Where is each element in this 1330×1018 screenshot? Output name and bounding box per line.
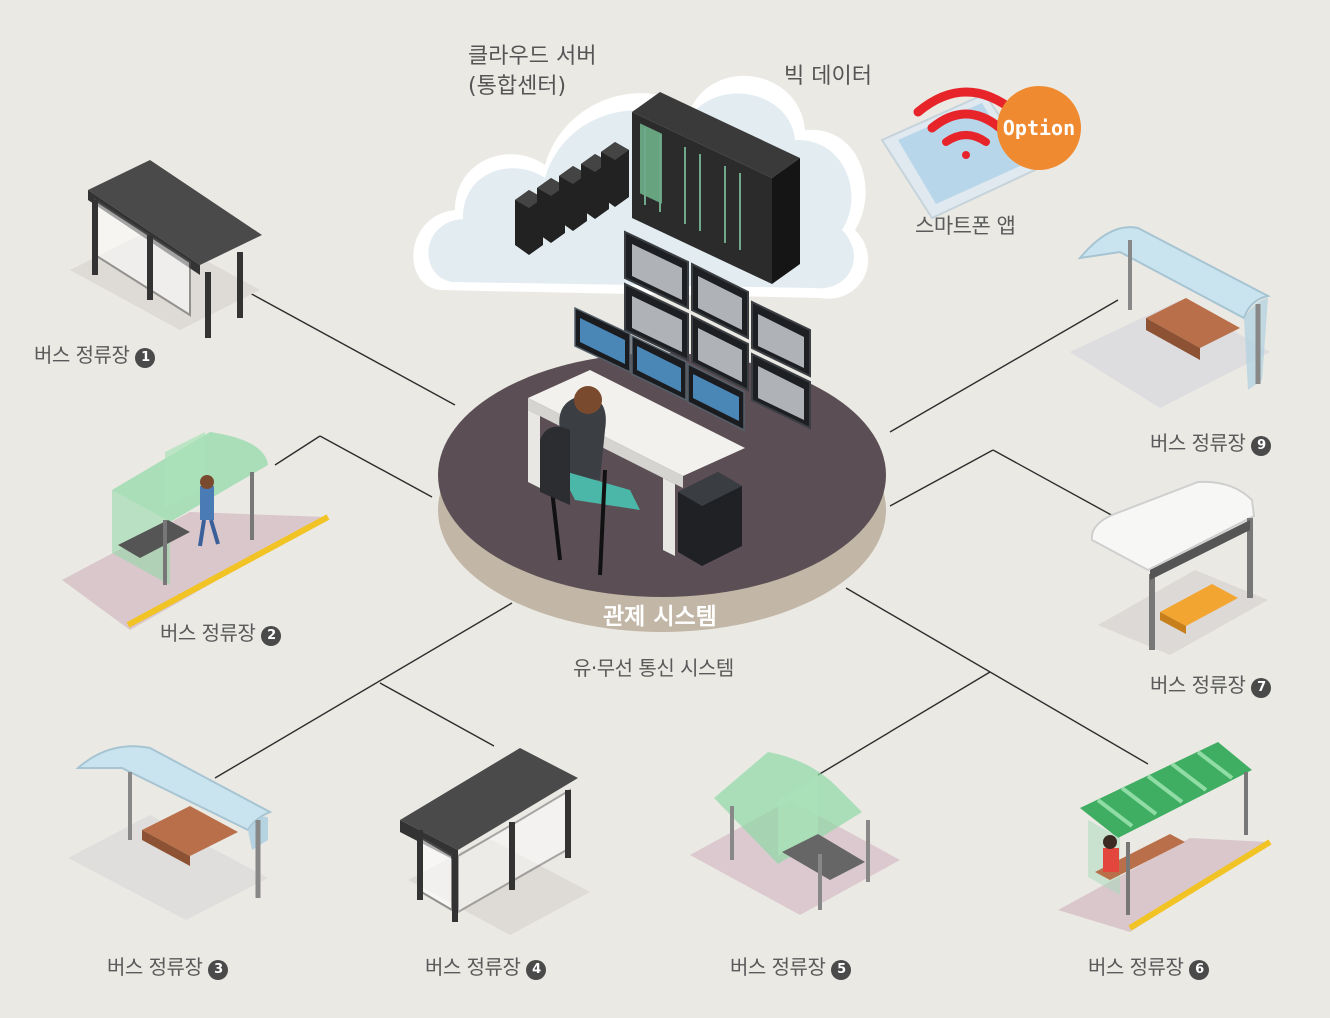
- bus-stop-name: 버스 정류장: [425, 955, 521, 979]
- cloud-server-line1: 클라우드 서버: [468, 44, 597, 69]
- bus-stop-number-badge: 3: [208, 960, 229, 980]
- line-stop-1: [247, 291, 456, 406]
- bus-stop-number-badge: 2: [261, 626, 282, 646]
- bus-stop-5-icon: [690, 752, 900, 915]
- bus-stop-4-icon: [400, 748, 590, 935]
- bus-stop-name: 버스 정류장: [1088, 955, 1184, 979]
- smartphone-app-label: 스마트폰 앱: [915, 214, 1016, 238]
- bus-stop-9-icon: [1070, 226, 1271, 408]
- cloud-server-label: 클라우드 서버 (통합센터): [468, 42, 596, 102]
- bus-stop-number-badge: 4: [526, 960, 547, 980]
- bus-stop-2-icon: [62, 432, 330, 630]
- bus-stop-3-icon: [68, 745, 273, 920]
- bus-stop-name: 버스 정류장: [1150, 431, 1246, 455]
- bus-stop-name: 버스 정류장: [107, 955, 203, 979]
- control-platform: [438, 353, 886, 632]
- bus-stop-name: 버스 정류장: [160, 621, 256, 645]
- line-stop-5: [817, 671, 991, 776]
- big-data-label: 빅 데이터: [784, 64, 872, 89]
- line-stop-9: [889, 299, 1119, 433]
- line-stop-6: [845, 587, 1149, 765]
- bus-stop-number-badge: 7: [1251, 678, 1272, 698]
- bus-stop-name: 버스 정류장: [730, 955, 826, 979]
- line-stop-4: [379, 682, 495, 747]
- line-stop-7a: [889, 449, 994, 507]
- line-stop-3: [214, 602, 513, 779]
- server-rack-icon: [632, 92, 800, 284]
- network-label: 유·무선 통신 시스템: [573, 656, 734, 680]
- server-towers-icon: [515, 142, 629, 255]
- connection-lines: [214, 291, 1149, 779]
- operator-icon: [540, 386, 640, 576]
- bus-stop-1-icon: [70, 160, 262, 338]
- monitor-wall-icon: [574, 230, 811, 432]
- line-stop-7b: [992, 449, 1116, 518]
- option-badge: Option: [997, 86, 1081, 170]
- bus-stop-number-badge: 5: [831, 960, 852, 980]
- bus-stop-number-badge: 9: [1251, 436, 1272, 456]
- line-stop-2b: [319, 435, 433, 498]
- line-stop-2a: [274, 435, 321, 466]
- bus-stop-name: 버스 정류장: [34, 343, 130, 367]
- bus-stop-6-icon: [1058, 742, 1272, 932]
- bus-stop-number-badge: 6: [1189, 960, 1210, 980]
- control-system-title: 관제 시스템: [603, 604, 717, 630]
- cloud-server-line2: (통합센터): [468, 74, 567, 99]
- bus-stop-number-badge: 1: [135, 348, 156, 368]
- bus-stop-7-icon: [1090, 480, 1268, 655]
- bus-stop-name: 버스 정류장: [1150, 673, 1246, 697]
